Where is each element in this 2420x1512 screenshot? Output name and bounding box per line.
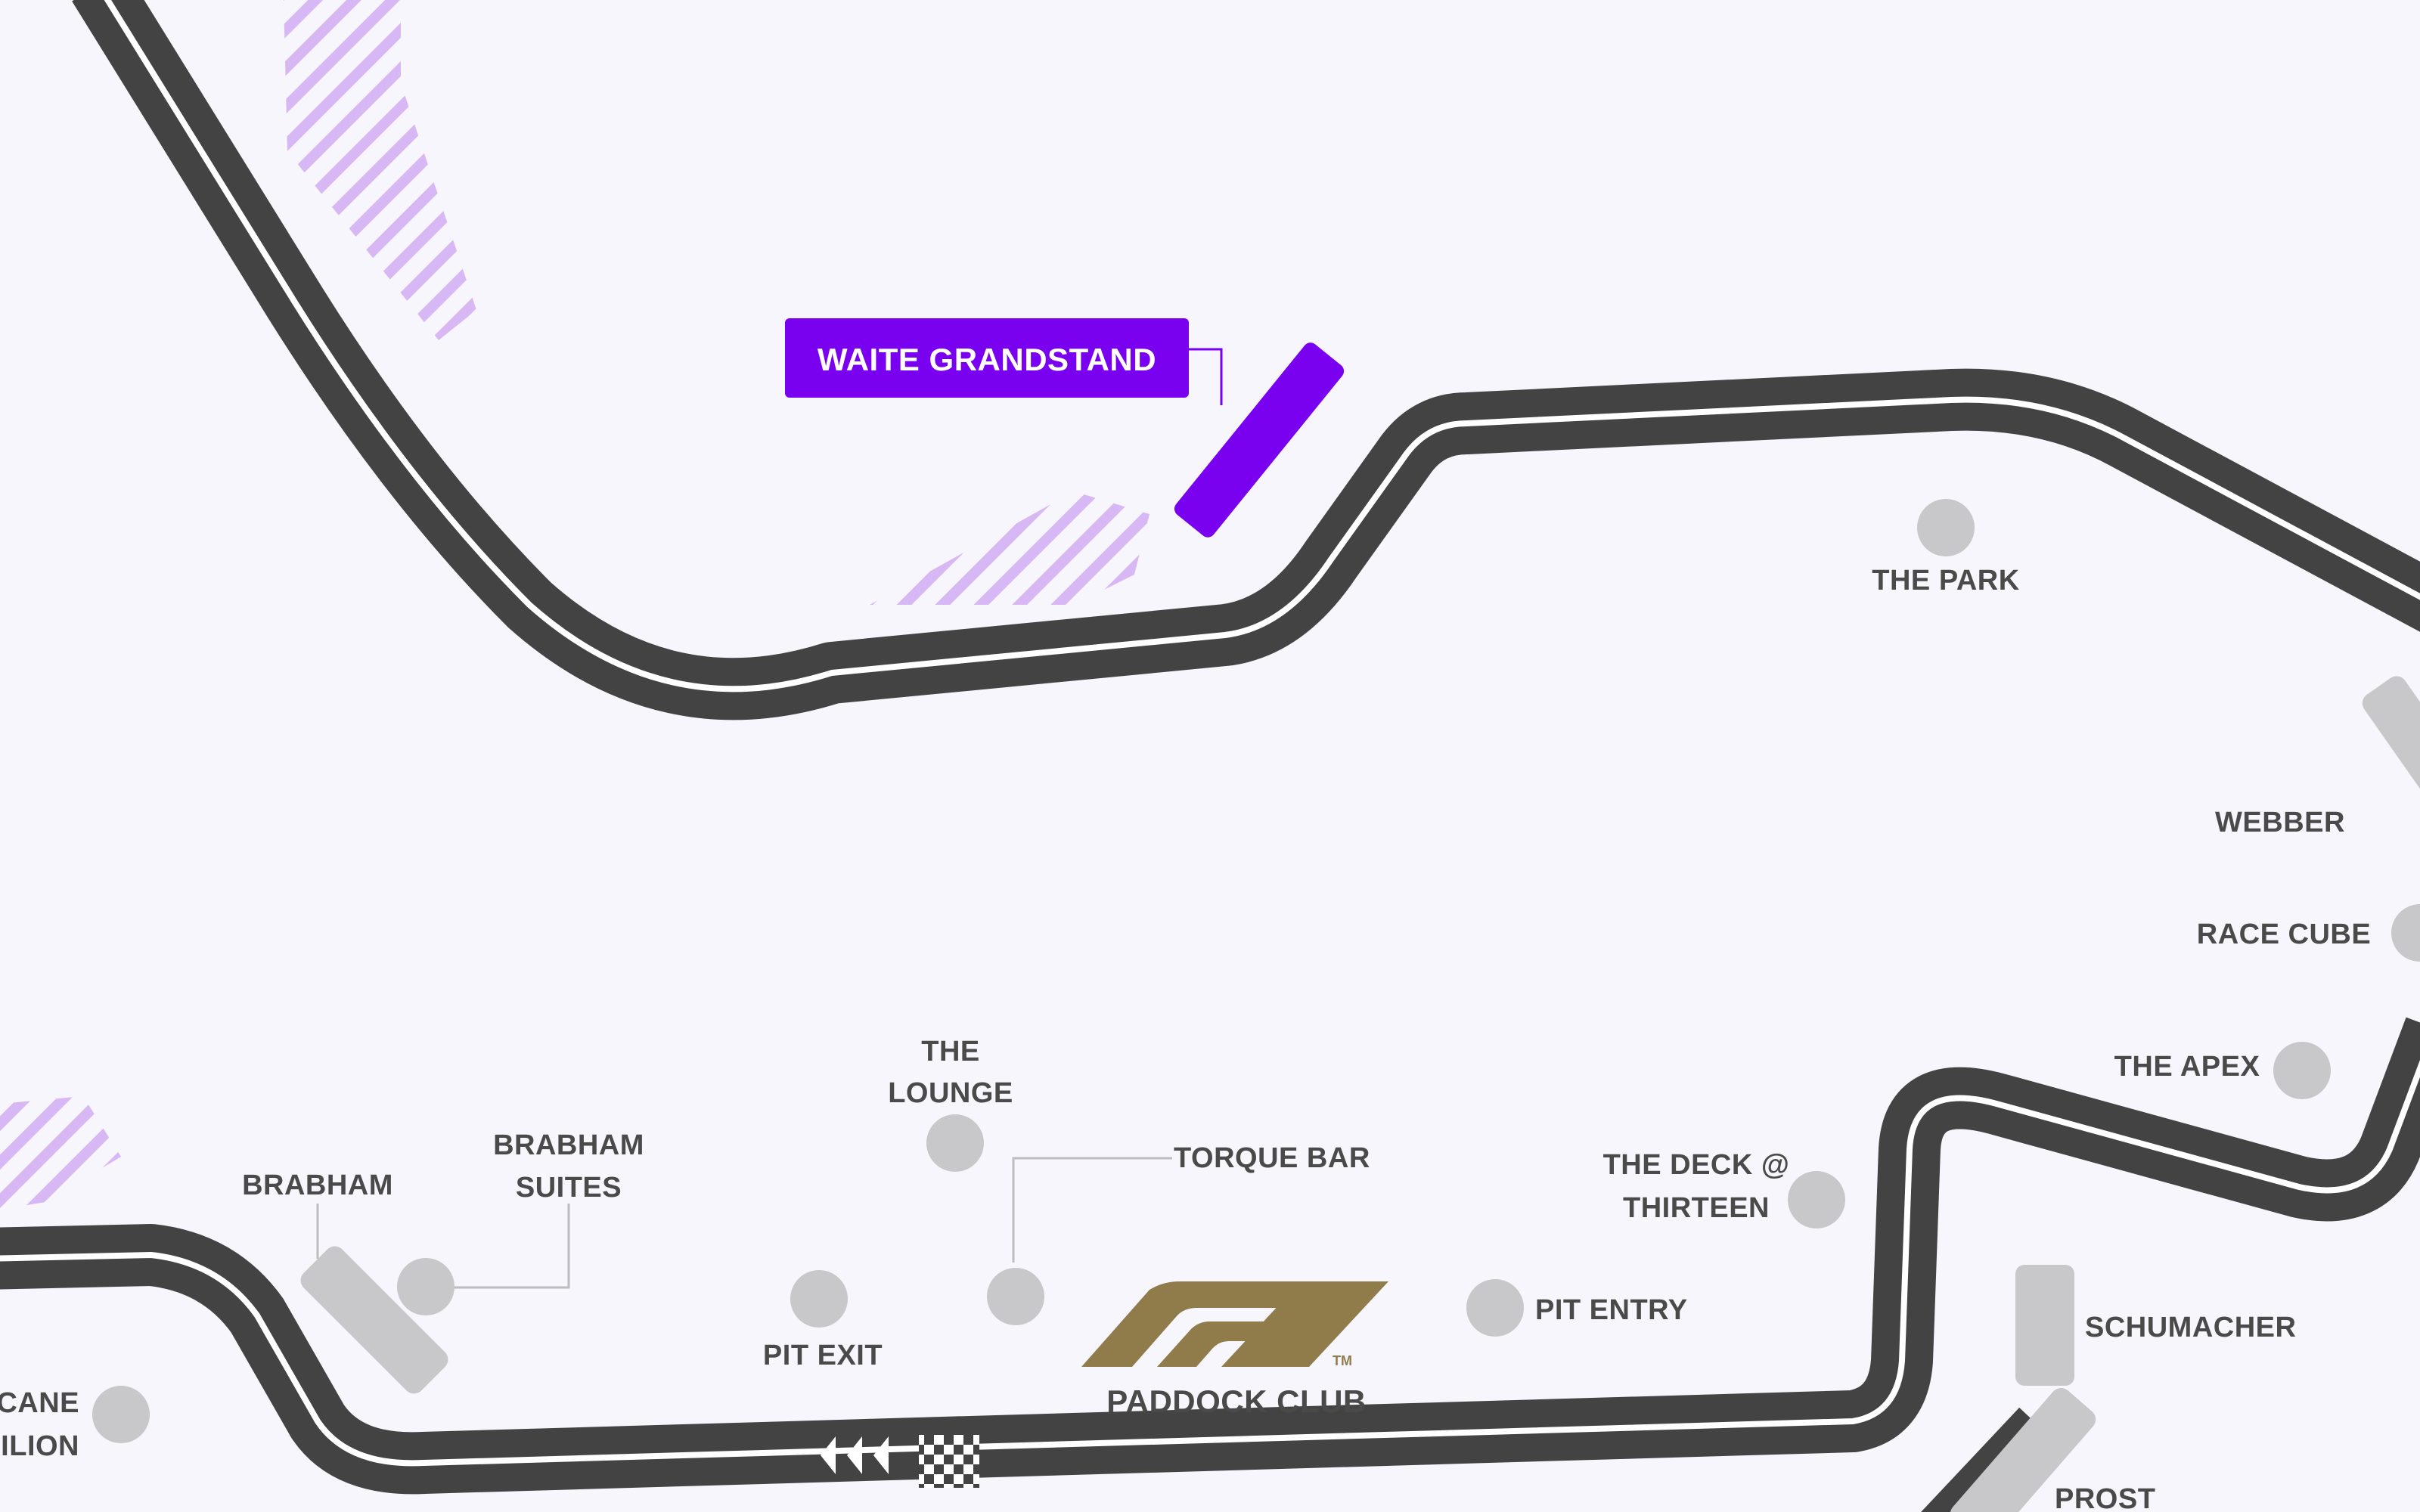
waite-grandstand-label-box[interactable] (785, 318, 1189, 398)
webber-label: WEBBER (2215, 807, 2345, 838)
schumacher-label: SCHUMACHER (2085, 1312, 2296, 1343)
webber-stand-shape[interactable] (2358, 672, 2420, 905)
pit-entry-marker[interactable] (1466, 1279, 1524, 1337)
checkered-flag-marker (919, 1435, 979, 1488)
the-deck-label-line1: THE DECK @ (1603, 1149, 1790, 1181)
prost-stand-shape[interactable] (1946, 1383, 2100, 1512)
pit-entry[interactable]: PIT ENTRY (1466, 1279, 1688, 1337)
waite-grandstand-leader (1187, 348, 1223, 405)
race-cube[interactable]: RACE CUBE (2197, 904, 2420, 962)
schumacher-stand-shape[interactable] (2015, 1265, 2074, 1386)
schumacher-stand[interactable]: SCHUMACHER (2015, 1265, 2296, 1386)
brabham-label: BRABHAM (242, 1170, 393, 1201)
pit-exit[interactable]: PIT EXIT (763, 1270, 883, 1371)
prost-stand[interactable]: PROST (1946, 1383, 2155, 1512)
race-cube-label: RACE CUBE (2197, 919, 2371, 950)
chevron-left-icon (821, 1436, 836, 1474)
the-apex-marker[interactable] (2273, 1042, 2331, 1099)
the-lounge-label-line2: LOUNGE (888, 1077, 1013, 1109)
torque-bar-marker[interactable] (987, 1268, 1044, 1325)
waite-grandstand-label: WAITE GRANDSTAND (818, 342, 1156, 377)
the-deck-label-line2: THIRTEEN (1623, 1192, 1770, 1224)
prost-label: PROST (2055, 1483, 2155, 1512)
webber-stand[interactable]: WEBBER (2215, 672, 2420, 905)
pit-exit-marker[interactable] (790, 1270, 848, 1328)
brabham-suites-leader (454, 1204, 570, 1289)
the-lounge[interactable]: THE LOUNGE (888, 1036, 1013, 1172)
waite-grandstand[interactable]: WAITE GRANDSTAND (785, 318, 1347, 541)
paddock-club-label: PADDOCK CLUB (1106, 1383, 1367, 1419)
waite-grandstand-shape[interactable] (1171, 339, 1347, 541)
the-park-marker[interactable] (1917, 499, 1975, 556)
left-cut-venue-marker[interactable] (92, 1386, 150, 1443)
the-park[interactable]: THE PARK (1872, 499, 2019, 596)
hatched-zone-mid (870, 491, 1150, 605)
paddock-club[interactable]: TM PADDOCK CLUB (1081, 1281, 1388, 1419)
pit-entry-label: PIT ENTRY (1535, 1294, 1688, 1326)
f1-logo-trademark: TM (1333, 1353, 1352, 1368)
track-upper (72, 0, 2420, 720)
torque-bar-leader (1012, 1157, 1172, 1263)
start-finish-line (821, 1435, 979, 1488)
f1-logo-f-shape (1081, 1281, 1325, 1367)
left-cut-label-line2: ILION (1, 1430, 79, 1462)
left-cut-label-line1: CANE (0, 1387, 79, 1419)
the-deck-thirteen[interactable]: THE DECK @ THIRTEEN (1603, 1149, 1845, 1228)
hatched-zone-lower-left (0, 1096, 121, 1210)
the-lounge-label-line1: THE (921, 1036, 980, 1067)
hatched-zone-top-left (284, 0, 476, 340)
race-cube-marker[interactable] (2391, 904, 2420, 962)
torque-bar-label: TORQUE BAR (1174, 1142, 1370, 1174)
the-park-label: THE PARK (1872, 565, 2019, 596)
brabham-suites[interactable]: BRABHAM SUITES (397, 1129, 644, 1315)
pit-exit-label: PIT EXIT (763, 1340, 883, 1371)
brabham-stand-shape[interactable] (296, 1242, 452, 1398)
f1-logo-one-shape (1221, 1281, 1388, 1367)
brabham-suites-label-line2: SUITES (516, 1172, 622, 1204)
the-apex[interactable]: THE APEX (2114, 1042, 2331, 1099)
brabham-stand[interactable]: BRABHAM (242, 1170, 452, 1398)
the-deck-marker[interactable] (1788, 1171, 1845, 1228)
left-cut-venue[interactable]: CANE ILION (0, 1386, 150, 1462)
f1-logo: TM (1081, 1281, 1388, 1368)
the-apex-label: THE APEX (2114, 1051, 2260, 1083)
chevron-left-icon (873, 1436, 889, 1474)
chevron-left-icon (847, 1436, 862, 1474)
brabham-suites-label-line1: BRABHAM (493, 1129, 644, 1161)
brabham-suites-marker[interactable] (397, 1258, 455, 1315)
torque-bar[interactable]: TORQUE BAR (987, 1142, 1370, 1325)
the-lounge-marker[interactable] (926, 1114, 984, 1172)
